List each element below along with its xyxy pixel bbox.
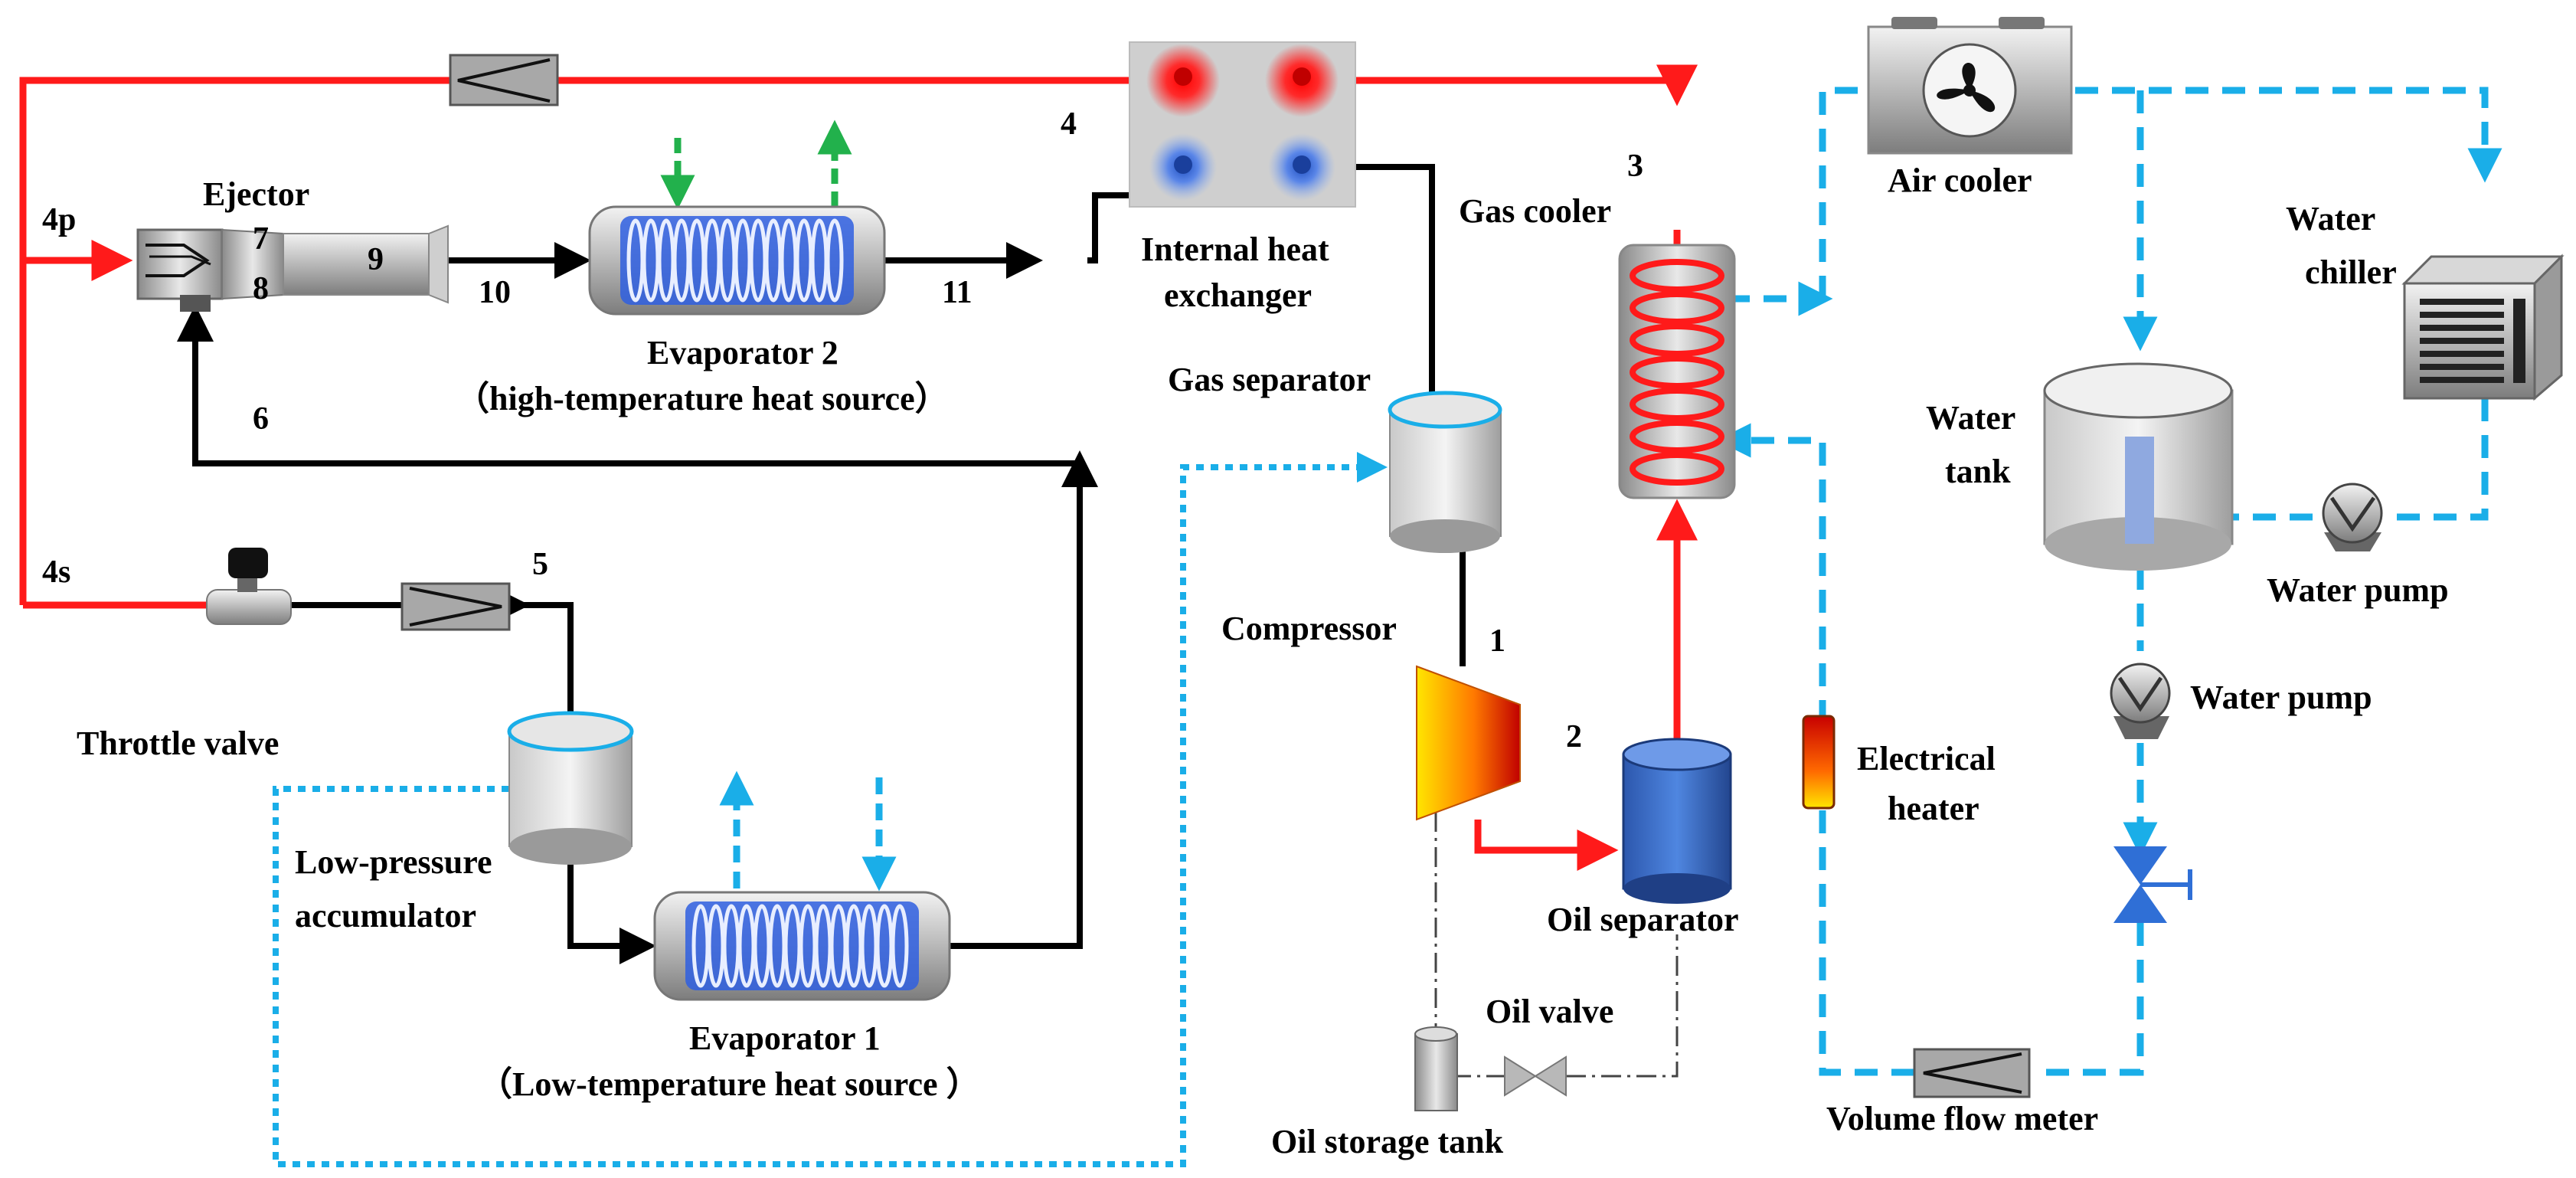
label-compressor: Compressor	[1221, 610, 1397, 647]
air-cooler	[1867, 17, 2073, 155]
ejector	[136, 224, 449, 312]
grille-slat	[2420, 377, 2504, 383]
electrical-heater	[1802, 715, 1836, 810]
label-water-pump-lower: Water pump	[2190, 679, 2372, 716]
evaporator-2	[588, 205, 886, 316]
gas-cooler-coil-loop	[1630, 291, 1724, 325]
grille-slat	[2420, 351, 2504, 357]
label-ihx-line1: Internal heat	[1141, 231, 1329, 268]
state-point-11: 11	[942, 275, 973, 310]
throttle-valve	[206, 548, 292, 625]
state-point-9: 9	[368, 242, 384, 277]
evaporator-2-coils	[626, 218, 844, 303]
evaporator-1-coils	[691, 904, 909, 988]
gas-cooler-coil-loop	[1630, 323, 1724, 357]
state-point-7: 7	[253, 221, 269, 257]
evaporator-2-coolant-arrows	[660, 119, 852, 210]
label-air-cooler: Air cooler	[1888, 162, 2032, 199]
label-electrical-heater-line1: Electrical	[1857, 740, 1996, 777]
water-tank	[2043, 362, 2234, 571]
water-pump-upper	[2322, 483, 2383, 551]
oil-storage-tank	[1414, 1026, 1458, 1111]
state-point-5: 5	[532, 547, 548, 582]
state-point-10: 10	[479, 275, 511, 310]
grille-slat	[2420, 364, 2504, 370]
flow-meter-top	[449, 54, 559, 106]
label-oil-valve: Oil valve	[1486, 993, 1613, 1030]
grille-slat	[2420, 312, 2504, 318]
state-point-4s: 4s	[42, 555, 70, 590]
label-throttle-valve: Throttle valve	[77, 725, 279, 762]
gas-cooler	[1618, 244, 1736, 499]
coil-loop	[891, 904, 909, 988]
gas-cooler-coil-loop	[1630, 452, 1724, 486]
gas-cooler-coil-loop	[1630, 259, 1724, 293]
state-point-2: 2	[1566, 719, 1582, 754]
internal-heat-exchanger	[1129, 41, 1356, 208]
label-evaporator-1: Evaporator 1	[689, 1019, 881, 1057]
chiller-side-panel	[2513, 299, 2525, 383]
label-lp-accumulator-line1: Low-pressure	[295, 843, 492, 881]
label-water-pump-upper: Water pump	[2267, 571, 2449, 609]
volume-flow-meter	[1913, 1048, 2031, 1098]
label-electrical-heater-line2: heater	[1888, 790, 1979, 827]
state-point-4p: 4p	[42, 202, 76, 237]
grille-slat	[2420, 325, 2504, 331]
label-evaporator-2-source: （high-temperature heat source）	[456, 380, 949, 417]
label-water-chiller-line2: chiller	[2305, 254, 2397, 291]
label-gas-cooler: Gas cooler	[1459, 192, 1611, 230]
label-gas-separator: Gas separator	[1168, 361, 1371, 398]
state-point-4: 4	[1061, 106, 1077, 142]
label-evaporator-1-source: （Low-temperature heat source ）	[479, 1065, 980, 1103]
oil-return-lines	[1434, 812, 1679, 1078]
coil-loop	[825, 218, 844, 303]
label-water-tank-line1: Water	[1926, 399, 2015, 437]
compressor	[1416, 665, 1521, 821]
flow-meter-throttle-line	[400, 582, 511, 631]
label-lp-accumulator-line2: accumulator	[295, 897, 476, 934]
oil-separator	[1622, 738, 1732, 904]
low-pressure-accumulator	[507, 711, 634, 865]
grille-slat	[2420, 299, 2504, 305]
label-evaporator-2: Evaporator 2	[647, 334, 839, 371]
label-ihx-line2: exchanger	[1164, 277, 1312, 314]
state-point-1: 1	[1489, 623, 1505, 659]
oil-valve	[1504, 1055, 1567, 1097]
label-volume-flow-meter: Volume flow meter	[1826, 1100, 2098, 1137]
label-oil-storage-tank: Oil storage tank	[1271, 1123, 1504, 1160]
label-water-chiller-line1: Water	[2286, 200, 2375, 237]
water-valve	[2113, 846, 2192, 923]
gas-cooler-coil-loop	[1630, 355, 1724, 389]
grille-slat	[2420, 338, 2504, 344]
gas-cooler-coil-loop	[1630, 388, 1724, 421]
evaporator-1	[653, 891, 951, 1001]
water-chiller	[2401, 254, 2565, 401]
water-pump-lower	[2110, 663, 2171, 739]
label-oil-separator: Oil separator	[1547, 901, 1739, 938]
state-point-6: 6	[253, 401, 269, 437]
label-ejector: Ejector	[203, 175, 309, 213]
gas-separator	[1388, 391, 1502, 553]
water-chiller-grille	[2420, 299, 2525, 383]
state-point-8: 8	[253, 271, 269, 306]
gas-cooler-coil-loop	[1630, 420, 1724, 453]
label-water-tank-line2: tank	[1945, 453, 2011, 490]
state-point-3: 3	[1627, 149, 1643, 184]
high-pressure-lines	[19, 64, 1698, 871]
gas-cooler-coils	[1630, 259, 1724, 486]
